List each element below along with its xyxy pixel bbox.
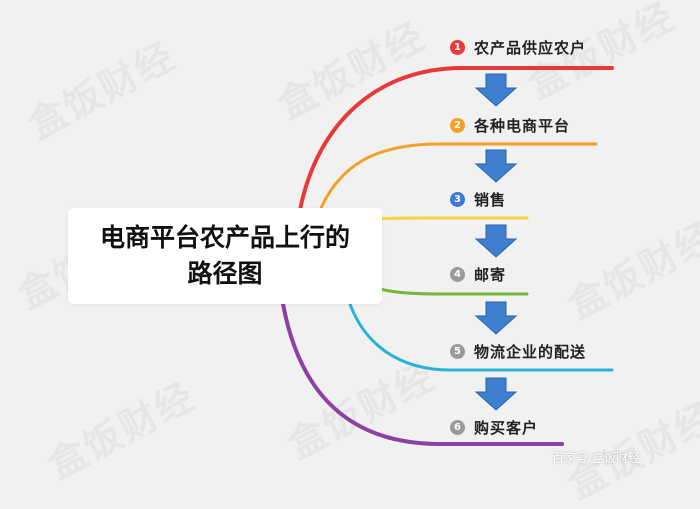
step-4-label: 邮寄	[474, 266, 507, 284]
step-4: 4 邮寄	[450, 264, 506, 285]
branch-connector-1	[298, 66, 614, 212]
step-2-number-badge: 2	[450, 118, 465, 133]
step-6-number-badge: 6	[450, 420, 465, 435]
step-4-number-badge: 4	[450, 267, 465, 282]
step-1-number-badge: 1	[450, 40, 465, 55]
footer-credit: 百家号/盒饭财经	[551, 451, 640, 465]
down-arrow-icon	[474, 377, 518, 411]
step-6: 6 购买客户	[450, 417, 538, 438]
step-1: 1 农产品供应农户	[450, 37, 586, 58]
step-3: 3 销售	[450, 189, 506, 210]
step-1-label: 农产品供应农户	[474, 39, 587, 57]
down-arrow-icon	[474, 149, 518, 183]
step-6-label: 购买客户	[474, 419, 539, 437]
step-3-label: 销售	[474, 191, 507, 209]
down-arrow-icon	[474, 73, 518, 107]
central-topic: 电商平台农产品上行的路径图	[68, 208, 382, 304]
step-5-number-badge: 5	[450, 344, 465, 359]
mindmap-canvas	[281, 66, 614, 446]
step-5-label: 物流企业的配送	[474, 343, 587, 361]
branch-connector-2	[316, 142, 598, 217]
diagram-title: 电商平台农产品上行的路径图	[99, 223, 350, 288]
branch-connector-6	[281, 302, 564, 446]
step-5: 5 物流企业的配送	[450, 341, 586, 362]
step-2-label: 各种电商平台	[474, 117, 571, 135]
down-arrow-icon	[474, 301, 518, 335]
branch-connector-5	[348, 302, 614, 372]
down-arrow-icon	[474, 224, 518, 258]
step-3-number-badge: 3	[450, 192, 465, 207]
step-2: 2 各种电商平台	[450, 115, 570, 136]
